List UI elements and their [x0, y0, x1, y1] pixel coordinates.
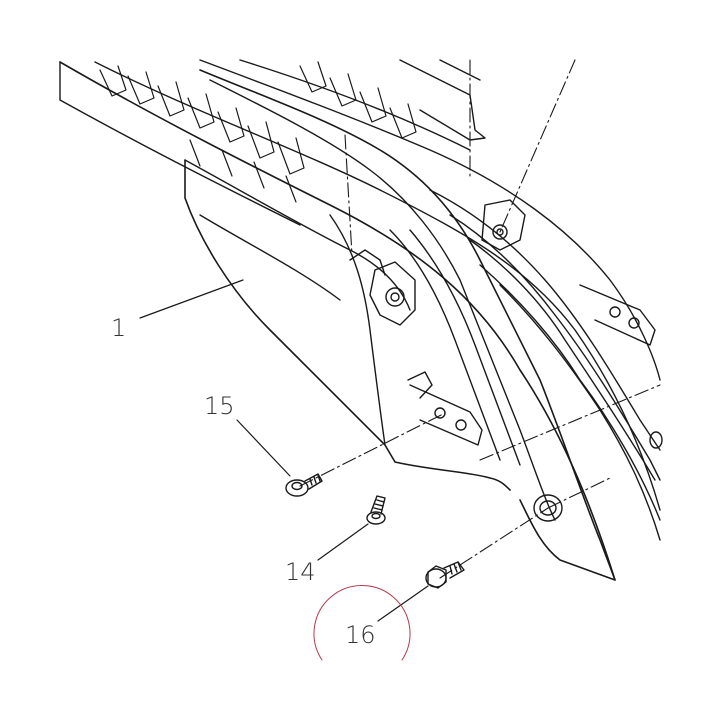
callout-1: 1 [111, 314, 126, 342]
callout-14: 14 [285, 558, 316, 586]
inner-rail [199, 69, 661, 581]
screw-15 [285, 473, 323, 497]
leader-1 [139, 279, 244, 319]
leader-lines [139, 279, 429, 622]
callout-15: 15 [204, 392, 235, 420]
screw-14 [366, 495, 386, 525]
leader-14 [317, 523, 369, 561]
callout-16: 16 [345, 621, 376, 649]
highlight-circle [313, 584, 411, 661]
upper-right-bracket [481, 199, 656, 346]
assembly-axis-lines [299, 59, 661, 579]
grille-slats [99, 61, 417, 203]
leader-15 [236, 419, 291, 477]
middle-bracket [369, 261, 483, 446]
side-panel-part-1 [184, 159, 511, 491]
leader-16 [377, 585, 429, 622]
lower-boss [533, 431, 663, 522]
upper-bracket [399, 59, 486, 141]
flange-screw-16 [425, 561, 465, 589]
